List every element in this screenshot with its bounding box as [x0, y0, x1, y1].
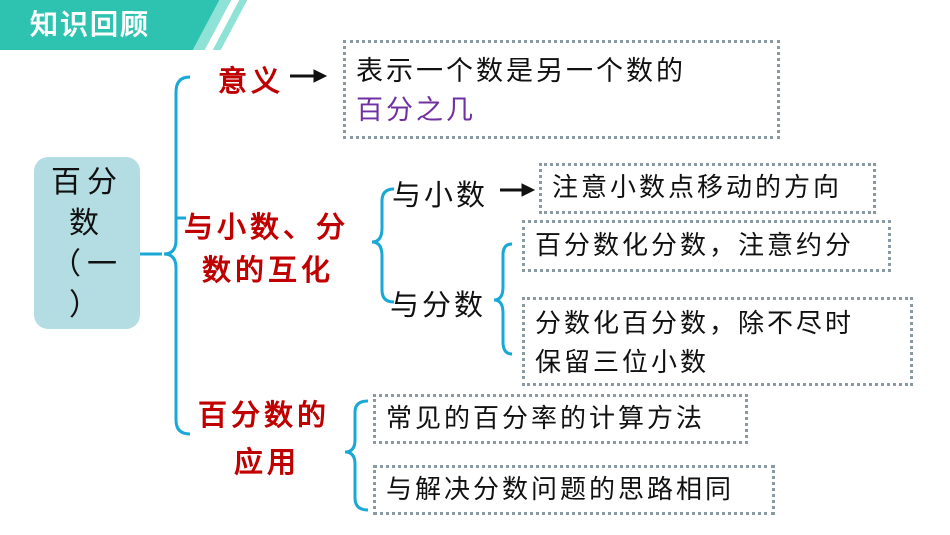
meaning-text: 表示一个数是另一个数的 — [356, 56, 686, 87]
section-banner — [0, 0, 230, 50]
root-title-line: （一 — [51, 247, 123, 282]
fraction-box-2: 分数化百分数，除不尽时 保留三位小数 — [522, 297, 913, 386]
conversion-label-line: 与小数、分 — [184, 210, 350, 244]
banner-title: 知识回顾 — [30, 8, 151, 41]
root-title-line: ） — [69, 288, 105, 323]
root-title-line: 数 — [69, 206, 105, 241]
application-box-1: 常见的百分率的计算方法 — [373, 394, 748, 444]
root-title: 百分 数 （一 ） — [34, 162, 140, 326]
application-box-2: 与解决分数问题的思路相同 — [373, 465, 775, 515]
root-title-line: 百分 — [51, 165, 123, 200]
conversion-label-line: 数的互化 — [202, 253, 335, 287]
fraction-box-2-line: 分数化百分数，除不尽时 — [535, 309, 855, 339]
fraction-box-2-line: 保留三位小数 — [535, 348, 710, 378]
root-node — [34, 157, 140, 329]
meaning-box: 表示一个数是另一个数的 百分之几 — [343, 40, 780, 139]
meaning-highlight: 百分之几 — [356, 95, 476, 126]
meaning-label: 意义 — [218, 64, 285, 98]
decimal-box: 注意小数点移动的方向 — [539, 163, 876, 214]
conversion-label: 与小数、分 数的互化 — [184, 206, 349, 292]
fraction-label: 与分数 — [390, 288, 487, 322]
application-label-line: 应用 — [234, 445, 301, 479]
fraction-box-1: 百分数化分数，注意约分 — [522, 220, 891, 272]
decimal-label: 与小数 — [392, 178, 489, 212]
application-label-line: 百分数的 — [198, 398, 331, 432]
application-label: 百分数的 应用 — [198, 392, 330, 486]
